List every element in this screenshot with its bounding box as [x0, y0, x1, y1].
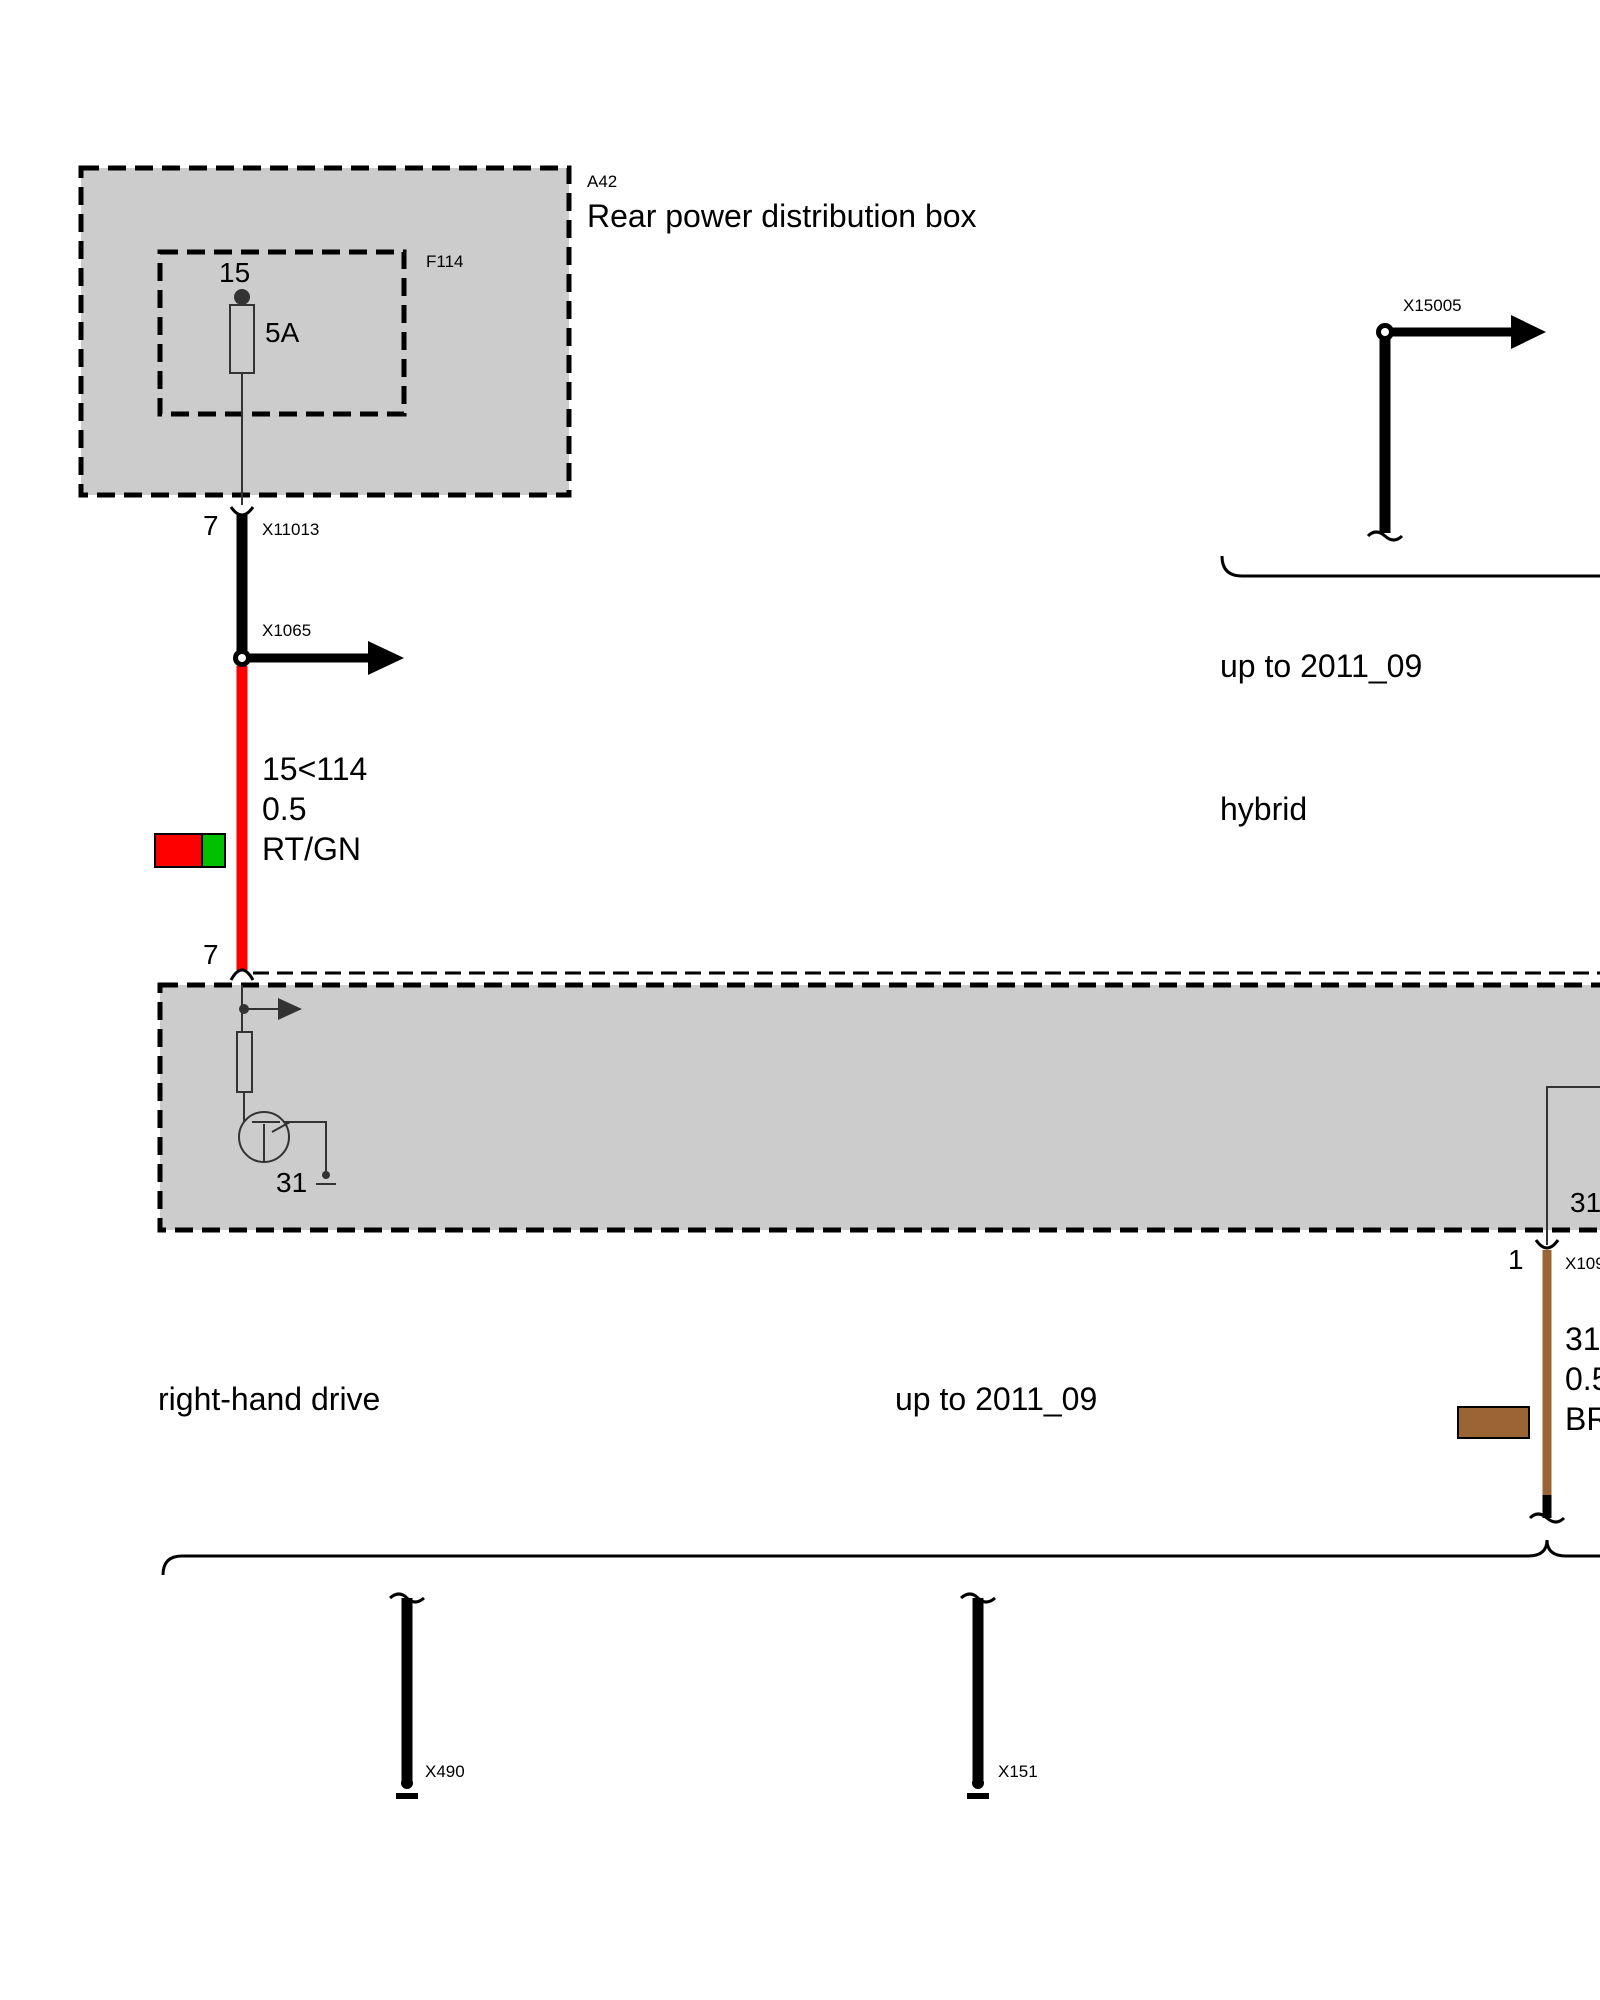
- x151-ground: [967, 1793, 989, 1799]
- lower-top-pin: 7: [203, 939, 219, 970]
- x1065-branch-arrow: [368, 641, 404, 675]
- x1065-id: X1065: [262, 621, 311, 640]
- a42-name: Rear power distribution box: [587, 198, 977, 234]
- wire-rtgn-swatch-green: [201, 833, 226, 868]
- wire-br-gauge: 0.5: [1565, 1361, 1600, 1397]
- a42-id: A42: [587, 172, 617, 191]
- upper-variant-brace: [1220, 555, 1600, 578]
- wire-rtgn-color-code: RT/GN: [262, 831, 361, 867]
- x490-dot: [401, 1777, 413, 1789]
- a42-box: [78, 165, 572, 498]
- lower-variant-brace: [161, 1539, 1600, 1576]
- x15005-id: X15005: [1403, 296, 1462, 315]
- f114-terminal: 15: [219, 257, 250, 288]
- x11013-id: X11013: [262, 520, 319, 539]
- x490-ground: [396, 1793, 418, 1799]
- f114-id: F114: [426, 252, 464, 271]
- variant-upper-type: hybrid: [1220, 791, 1307, 827]
- x15005-wire-break: [1366, 530, 1404, 542]
- x109-id: X109: [1565, 1254, 1600, 1273]
- x109-pin-symbol: [1534, 1239, 1560, 1250]
- wire-rtgn-signal: 15<114: [262, 751, 367, 787]
- ground-dot: [322, 1171, 330, 1179]
- x151-dot: [972, 1777, 984, 1789]
- x1065-splice-dot-inner: [238, 654, 246, 662]
- variant-lower-left: right-hand drive: [158, 1381, 380, 1417]
- variant-lower-date: up to 2011_09: [895, 1381, 1097, 1417]
- internal-right-label: 31: [1570, 1187, 1600, 1218]
- wire-br-swatch: [1457, 1406, 1530, 1439]
- f114-box: [157, 249, 407, 417]
- x11013-pin: 7: [203, 510, 219, 541]
- x11013-pin-symbol: [229, 506, 255, 517]
- internal-right-wire: [1546, 1086, 1600, 1245]
- x15005-splice-dot-inner: [1381, 328, 1389, 336]
- wire-rtgn-swatch-red: [154, 833, 203, 868]
- wire-br-color-code: BR: [1565, 1401, 1600, 1437]
- transistor-collector: [271, 1121, 291, 1133]
- x109-pin: 1: [1508, 1244, 1524, 1275]
- transistor-ground-wire: [284, 1121, 327, 1175]
- lower-module-box: [157, 982, 1600, 1233]
- x15005-branch-arrow: [1511, 315, 1546, 349]
- internal-output-arrow: [278, 998, 302, 1020]
- x151-id: X151: [998, 1762, 1038, 1781]
- wire-rtgn-gauge: 0.5: [262, 791, 306, 827]
- internal-ground-label: 31: [276, 1167, 307, 1198]
- variant-upper-date: up to 2011_09: [1220, 648, 1422, 684]
- wire-brown-break: [1528, 1512, 1566, 1524]
- wire-br-signal: 31: [1565, 1321, 1600, 1357]
- x490-id: X490: [425, 1762, 465, 1781]
- lower-pin-symbol: [229, 968, 255, 981]
- f114-rating: 5A: [265, 317, 300, 348]
